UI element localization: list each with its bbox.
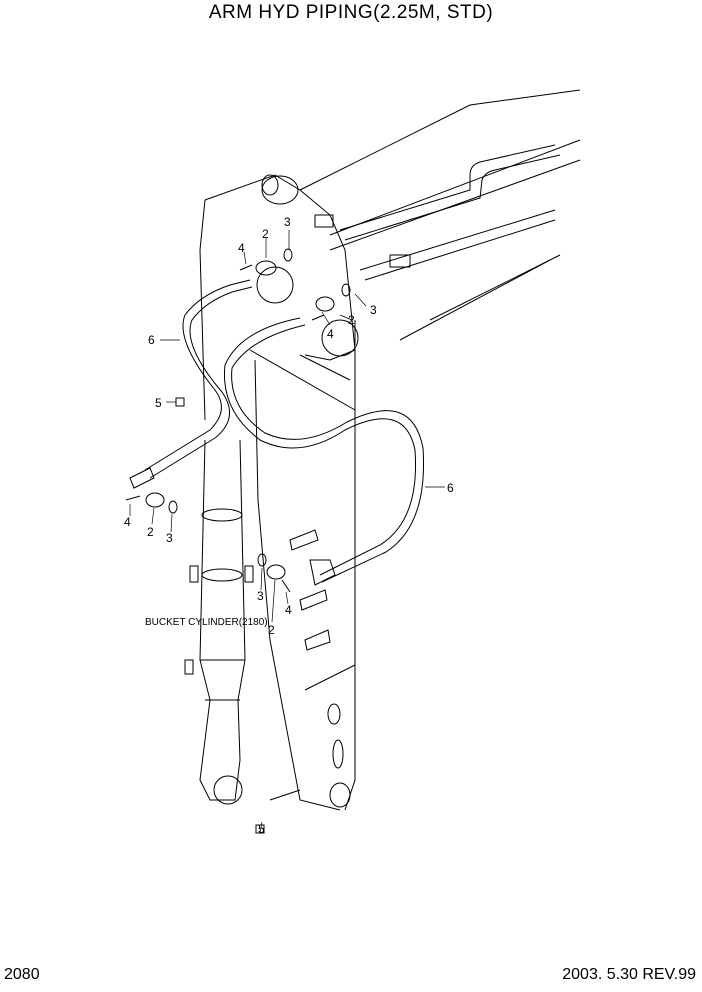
- callout-label: 5: [155, 396, 162, 410]
- fittings: [125, 248, 351, 834]
- page-title: ARM HYD PIPING(2.25M, STD): [208, 2, 494, 23]
- callout-label: 2: [348, 313, 355, 327]
- arm-structure: [199, 174, 359, 811]
- revision-info: 2003. 5.30 REV.99: [562, 966, 696, 983]
- callout-label: 4: [124, 515, 131, 529]
- callout-label: 6: [447, 481, 454, 495]
- bucket-cylinder: [184, 439, 254, 801]
- callout-label: 2: [262, 227, 269, 241]
- callouts: 2 3 4 3 2 4 6 5 6 4 2 3 3 2 4 5: [124, 215, 454, 836]
- callout-label: 4: [327, 327, 334, 341]
- callout-label: 4: [238, 241, 245, 255]
- callout-label: 2: [147, 525, 154, 539]
- callout-label: 3: [257, 589, 264, 603]
- leader-lines: [129, 230, 445, 834]
- callout-label: 3: [284, 215, 291, 229]
- callout-label: 2: [268, 623, 275, 637]
- callout-label: 3: [166, 531, 173, 545]
- bucket-cylinder-label: BUCKET CYLINDER(2180): [145, 617, 268, 628]
- boom-structure: [299, 89, 581, 345]
- callout-label: 3: [370, 303, 377, 317]
- callout-label: 6: [148, 333, 155, 347]
- callout-label: 4: [285, 603, 292, 617]
- callout-label: 5: [258, 822, 265, 836]
- page-number: 2080: [4, 966, 40, 983]
- hoses: [129, 279, 425, 586]
